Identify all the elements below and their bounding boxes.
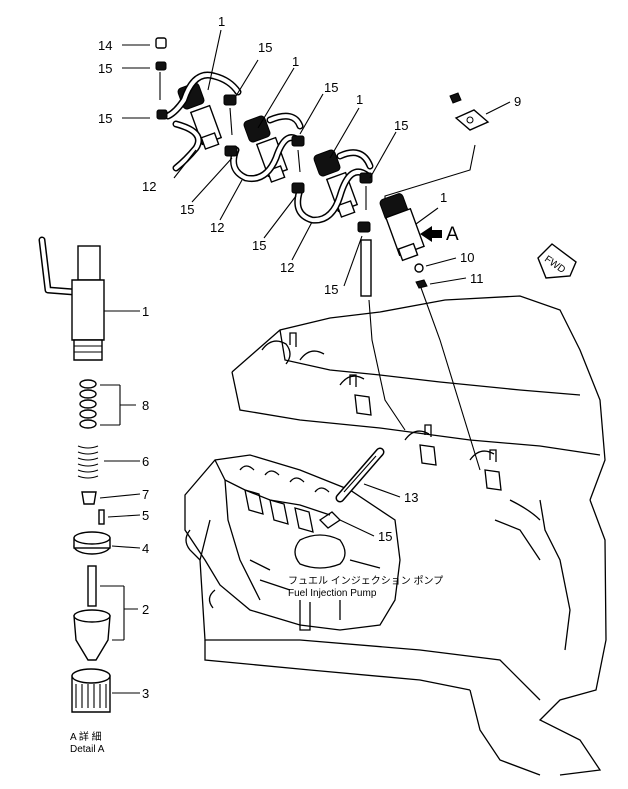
view-arrow-a [420, 226, 442, 242]
callout-7: 7 [142, 487, 149, 502]
callout-3: 3 [142, 686, 149, 701]
hose-13 [335, 447, 385, 503]
view-a-label: A [446, 224, 459, 245]
callout-11: 11 [470, 271, 484, 286]
callout-1: 1 [356, 92, 363, 107]
callout-2: 2 [142, 602, 149, 617]
callout-1: 1 [218, 14, 225, 29]
callout-6: 6 [142, 454, 149, 469]
callout-15: 15 [180, 202, 194, 217]
callout-15: 15 [324, 80, 338, 95]
injector-assembly-2 [243, 115, 289, 183]
callout-12: 12 [280, 260, 294, 275]
callout-10: 10 [460, 250, 474, 265]
nut-14 [155, 37, 167, 49]
callout-15: 15 [98, 61, 112, 76]
engine-block [184, 295, 607, 776]
injector-assembly-3 [313, 149, 359, 218]
callout-15: 15 [324, 282, 338, 297]
callout-15: 15 [252, 238, 266, 253]
callout-1: 1 [292, 54, 299, 69]
callout-13: 13 [404, 490, 418, 505]
pump-label-en: Fuel Injection Pump [288, 588, 377, 599]
injector-assembly-4 [379, 193, 425, 262]
clamp-9 [449, 92, 490, 131]
pump-label: フュエル インジェクション ポンプ Fuel Injection Pump [288, 575, 443, 599]
callout-12: 12 [142, 179, 156, 194]
callout-5: 5 [142, 508, 149, 523]
detail-label-en: Detail A [70, 744, 105, 755]
callout-1: 1 [142, 304, 149, 319]
callout-14: 14 [98, 38, 112, 53]
connection-lines [335, 144, 481, 503]
callout-12: 12 [210, 220, 224, 235]
fwd-badge: FWD [537, 243, 577, 279]
top-small-parts [155, 37, 490, 297]
callout-15: 15 [258, 40, 272, 55]
callout-labels: 14 15 15 1 15 1 15 1 15 9 12 15 12 15 12… [98, 14, 521, 701]
detail-caption: A 詳 細 Detail A [70, 730, 105, 755]
detail-label-jp: A 詳 細 [70, 730, 102, 743]
callout-15: 15 [98, 111, 112, 126]
pump-label-jp: フュエル インジェクション ポンプ [288, 575, 443, 587]
nut-11 [415, 279, 428, 289]
callout-15: 15 [378, 529, 392, 544]
callout-15: 15 [394, 118, 408, 133]
washer-10 [414, 263, 424, 273]
injection-pipes [164, 71, 374, 224]
callout-4: 4 [142, 541, 149, 556]
detail-a-exploded [38, 236, 111, 713]
callout-1: 1 [440, 190, 447, 205]
callout-8: 8 [142, 398, 149, 413]
callout-9: 9 [514, 94, 521, 109]
leader-lines [99, 29, 511, 694]
